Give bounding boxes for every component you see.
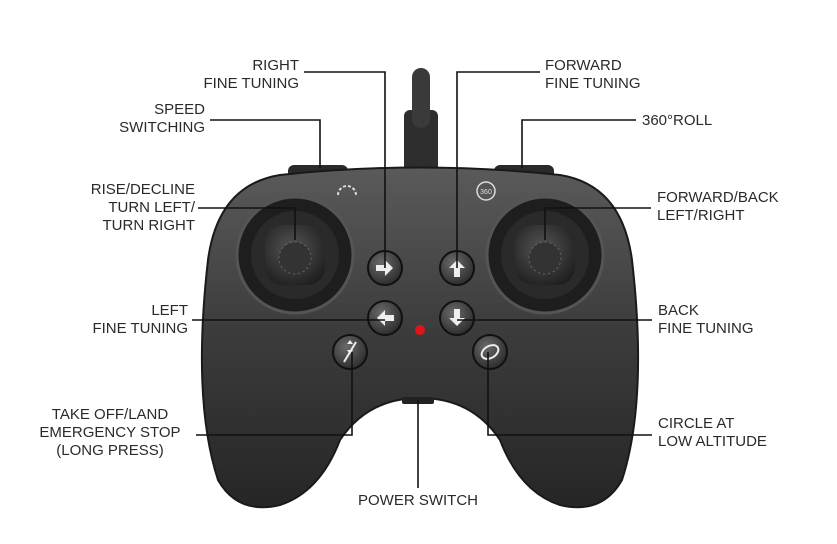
roll-360-icon	[476, 181, 496, 201]
leader-lines	[192, 71, 652, 488]
power-indicator-led	[415, 325, 425, 335]
label-power-switch: POWER SWITCH	[358, 492, 478, 509]
left-trim-button[interactable]	[367, 300, 403, 336]
takeoff-land-button[interactable]	[332, 334, 368, 370]
circle-altitude-button[interactable]	[472, 334, 508, 370]
back-trim-button[interactable]	[439, 300, 475, 336]
right-joystick[interactable]	[485, 195, 605, 315]
left-joystick[interactable]	[235, 195, 355, 315]
roll-360-badge: 360	[480, 189, 492, 196]
antenna	[404, 68, 438, 175]
label-360-roll: 360°ROLL	[642, 112, 713, 129]
